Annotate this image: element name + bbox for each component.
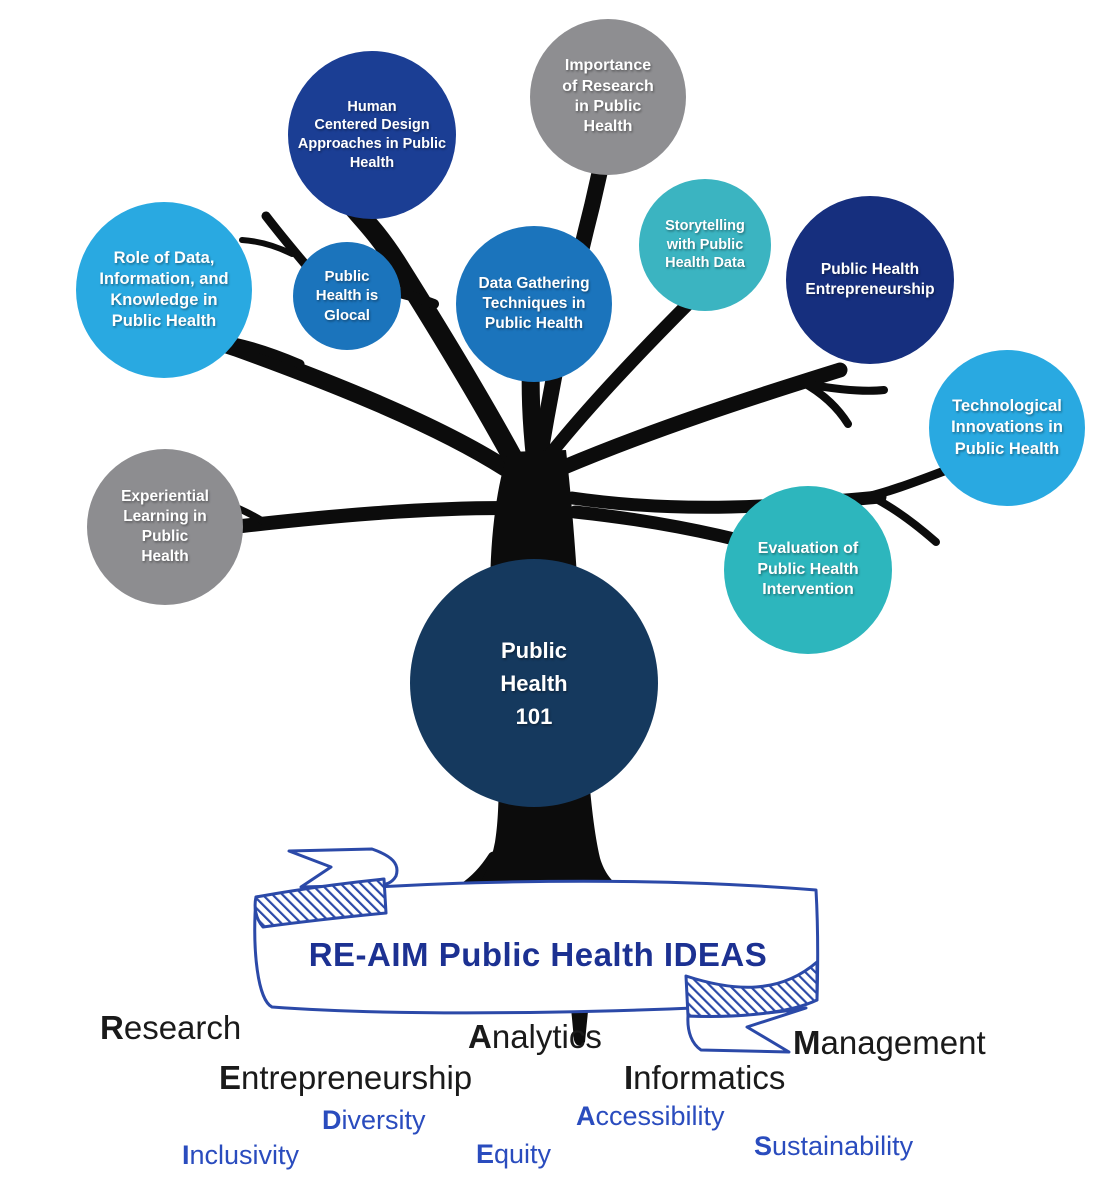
word-accessibility: Accessibility xyxy=(576,1101,725,1131)
tree-branch-technological-tip-down xyxy=(874,496,940,546)
word-sustainability: Sustainability xyxy=(754,1131,914,1161)
tree-twig-upper-left-fork xyxy=(239,237,295,257)
word-analytics: Analytics xyxy=(468,1018,602,1055)
word-inclusivity: Inclusivity xyxy=(182,1140,300,1170)
tree-branch-human-centered xyxy=(342,196,525,472)
banner-title: RE-AIM Public Health IDEAS xyxy=(308,936,768,973)
word-management: Management xyxy=(793,1024,986,1061)
word-informatics: Informatics xyxy=(624,1059,786,1096)
word-diversity: Diversity xyxy=(322,1105,426,1135)
ribbon-fold-left xyxy=(253,877,388,929)
tree-branch-entrepreneurship-tip xyxy=(802,380,888,395)
tree-branch-role-fork xyxy=(229,337,305,369)
word-research: Research xyxy=(100,1009,242,1046)
word-equity: Equity xyxy=(476,1139,552,1169)
word-entrepreneurship: Entrepreneurship xyxy=(219,1059,473,1096)
tree-branch-role-of-data xyxy=(197,329,514,477)
ribbon-fold-right xyxy=(684,960,819,1018)
tree-branch-storytelling xyxy=(545,275,715,459)
